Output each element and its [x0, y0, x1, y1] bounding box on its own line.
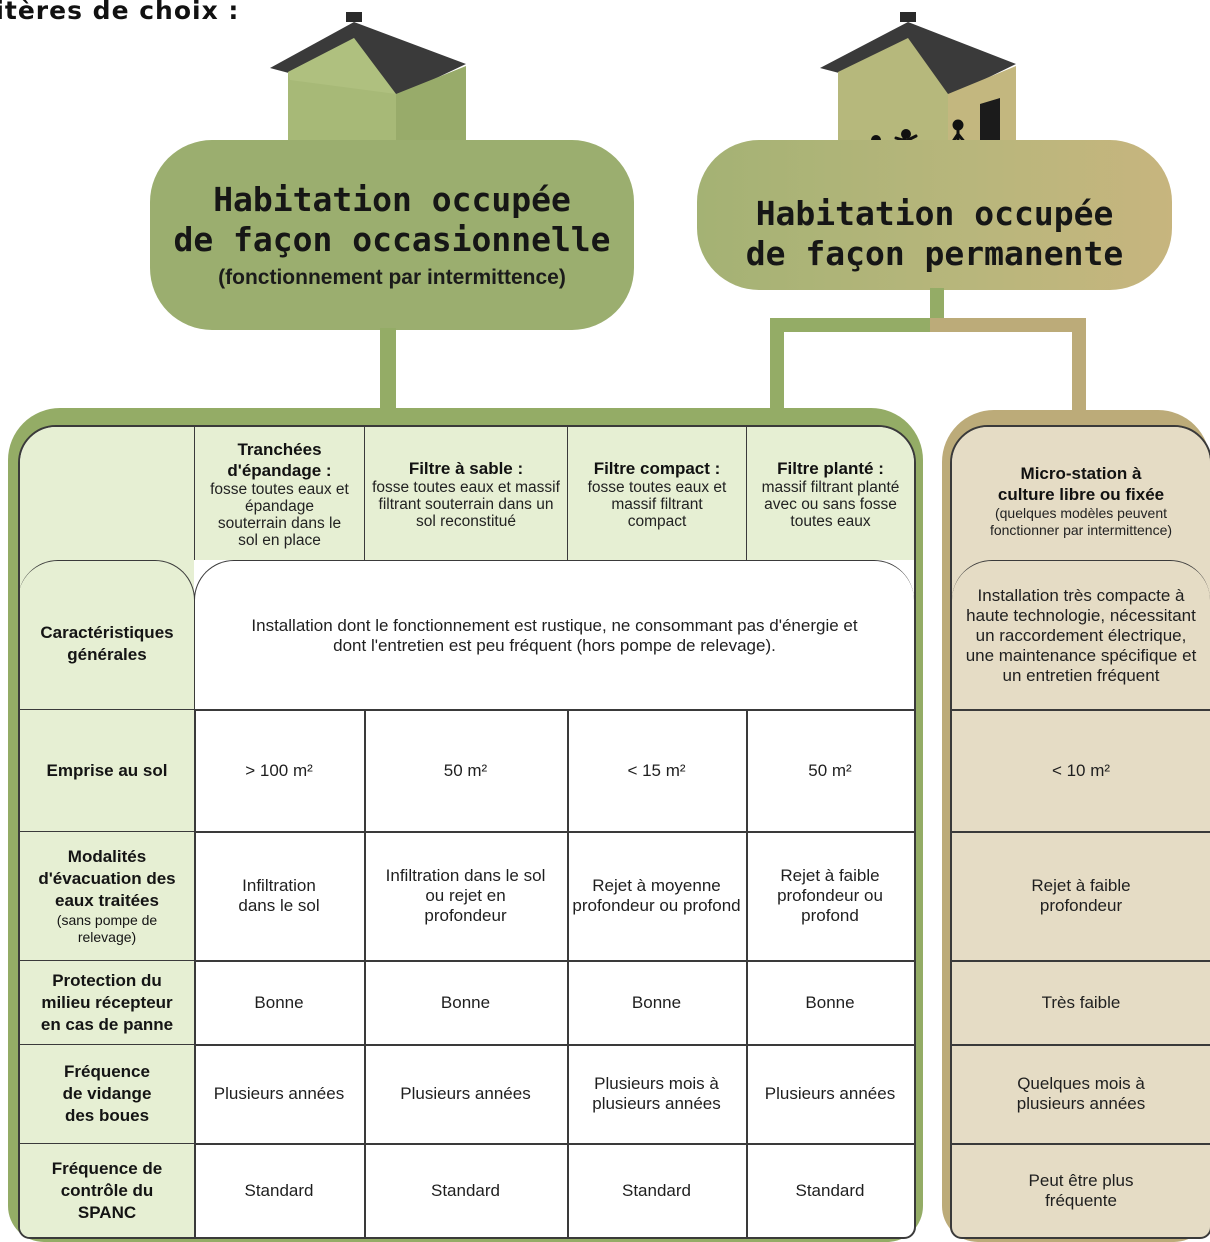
column-title: Filtre planté :: [777, 458, 884, 478]
row-label-vidange: Fréquence de vidange des boues: [20, 1045, 194, 1143]
table-cell: Plusieurs années: [764, 1084, 896, 1103]
table-cell: Bonne: [805, 992, 855, 1012]
table-cell-text: Plusieurs mois à plusieurs années: [592, 1074, 721, 1113]
table-cell: 50 m²: [808, 760, 852, 780]
column-desc: fosse toutes eaux et massif filtrant com…: [587, 478, 727, 530]
connector-right-stem: [930, 288, 944, 324]
column-header-filtre-compact: Filtre compact : fosse toutes eaux et ma…: [567, 427, 746, 560]
table-cell: Plusieurs mois à plusieurs années: [567, 1045, 746, 1143]
table-cell: < 10 m²: [1051, 760, 1111, 780]
label-column-cap: [20, 560, 195, 621]
micro-station-table: Micro-station à culture libre ou fixée (…: [950, 425, 1210, 1239]
house-icon: [270, 12, 466, 152]
occasional-occupancy-bubble: Habitation occupée de façon occasionnell…: [150, 140, 634, 330]
table-cell-text: Rejet à faible profondeur ou profond: [777, 866, 883, 925]
row-label-evacuation: Modalités d'évacuation des eaux traitées…: [20, 832, 194, 960]
table-cell: Standard: [431, 1180, 500, 1200]
row-label-note: (sans pompe de relevage): [56, 912, 158, 945]
table-cell-text: Rejet à moyenne profondeur ou profond: [572, 876, 741, 915]
connector-right-horizontal: [770, 318, 944, 332]
row-label-protection: Protection du milieu récepteur en cas de…: [20, 961, 194, 1044]
column-title: Filtre compact :: [593, 458, 721, 478]
permanent-title-line1: Habitation occupée: [755, 194, 1114, 233]
table-cell-text: Infiltration dans le sol ou rejet en pro…: [385, 866, 546, 925]
row-label-text: Emprise au sol: [46, 760, 168, 780]
row-label-controle: Fréquence de contrôle du SPANC: [20, 1144, 194, 1237]
table-cell: 50 m²: [443, 760, 488, 780]
row-caracteristiques-merged: Installation dont le fonctionnement est …: [194, 560, 914, 710]
micro-station-caracteristiques: Installation très compacte à haute techn…: [952, 560, 1210, 710]
micro-station-header: Micro-station à culture libre ou fixée (…: [952, 427, 1210, 560]
table-cell-text: Rejet à faible profondeur: [1031, 876, 1131, 915]
connector-left-stem: [380, 328, 396, 410]
table-cell: Bonne: [440, 992, 491, 1012]
permanent-title-line2: de façon permanente: [745, 234, 1124, 273]
rustic-systems-table: Tranchées d'épandage : fosse toutes eaux…: [18, 425, 916, 1239]
occasional-title-line1: Habitation occupée: [213, 180, 571, 219]
row-label-emprise: Emprise au sol: [20, 710, 194, 831]
table-cell: Quelques mois à plusieurs années: [952, 1045, 1210, 1143]
table-cell: Infiltration dans le sol: [194, 832, 364, 960]
connector-right-down: [770, 318, 784, 410]
permanent-occupancy-bubble: Habitation occupée de façon permanente: [697, 140, 1172, 290]
table-cell-text: Peut être plus fréquente: [1028, 1170, 1134, 1210]
table-cell: Plusieurs années: [400, 1084, 531, 1103]
column-desc: fosse toutes eaux et épandage souterrain…: [210, 480, 349, 549]
table-cell: > 100 m²: [245, 760, 313, 780]
row-label-text: Protection du milieu récepteur en cas de…: [40, 970, 174, 1034]
table-cell: Bonne: [631, 992, 682, 1012]
house-with-people-icon: [820, 12, 1016, 164]
column-header-filtre-sable: Filtre à sable : fosse toutes eaux et ma…: [364, 427, 567, 560]
table-cell: Rejet à moyenne profondeur ou profond: [567, 832, 746, 960]
column-desc: massif filtrant planté avec ou sans foss…: [761, 478, 900, 530]
table-cell: Bonne: [254, 992, 304, 1012]
micro-station-desc: (quelques modèles peuvent fonctionner pa…: [989, 504, 1173, 538]
column-title: Filtre à sable :: [408, 458, 524, 478]
table-cell: < 15 m²: [627, 760, 686, 780]
row-label-text: Modalités d'évacuation des eaux traitées: [38, 847, 176, 910]
column-header-filtre-plante: Filtre planté : massif filtrant planté a…: [746, 427, 914, 560]
table-cell: Infiltration dans le sol ou rejet en pro…: [364, 832, 567, 960]
connector-tan-horizontal: [930, 318, 1084, 332]
table-cell: Standard: [622, 1180, 691, 1200]
connector-tan-down: [1072, 318, 1086, 412]
column-title: Tranchées d'épandage :: [227, 439, 332, 480]
table-cell: Standard: [795, 1180, 865, 1200]
table-cell-text: Installation très compacte à haute techn…: [965, 585, 1197, 685]
table-cell: Plusieurs années: [213, 1084, 345, 1103]
column-header-tranchees: Tranchées d'épandage : fosse toutes eaux…: [194, 427, 364, 560]
page-title: ritères de choix :: [0, 0, 240, 25]
row-label-text: Fréquence de contrôle du SPANC: [51, 1158, 163, 1222]
table-cell-text: Infiltration dans le sol: [238, 876, 320, 915]
table-cell-text: Quelques mois à plusieurs années: [1016, 1074, 1146, 1113]
row-label-text: Caractéristiques générales: [40, 623, 174, 664]
table-cell: Rejet à faible profondeur ou profond: [746, 832, 914, 960]
occasional-subtitle: (fonctionnement par intermittence): [218, 266, 566, 289]
table-corner-cell: [20, 427, 194, 560]
column-desc: fosse toutes eaux et massif filtrant sou…: [372, 478, 560, 530]
table-cell: Peut être plus fréquente: [952, 1144, 1210, 1237]
occasional-title-line2: de façon occasionnelle: [173, 220, 611, 259]
table-cell: Très faible: [1041, 992, 1121, 1012]
table-cell: Standard: [244, 1180, 314, 1200]
micro-station-title: Micro-station à culture libre ou fixée: [997, 463, 1165, 504]
table-cell: Rejet à faible profondeur: [952, 832, 1210, 960]
row-label-text: Fréquence de vidange des boues: [62, 1062, 152, 1125]
merged-cell-text: Installation dont le fonctionnement est …: [251, 615, 858, 655]
